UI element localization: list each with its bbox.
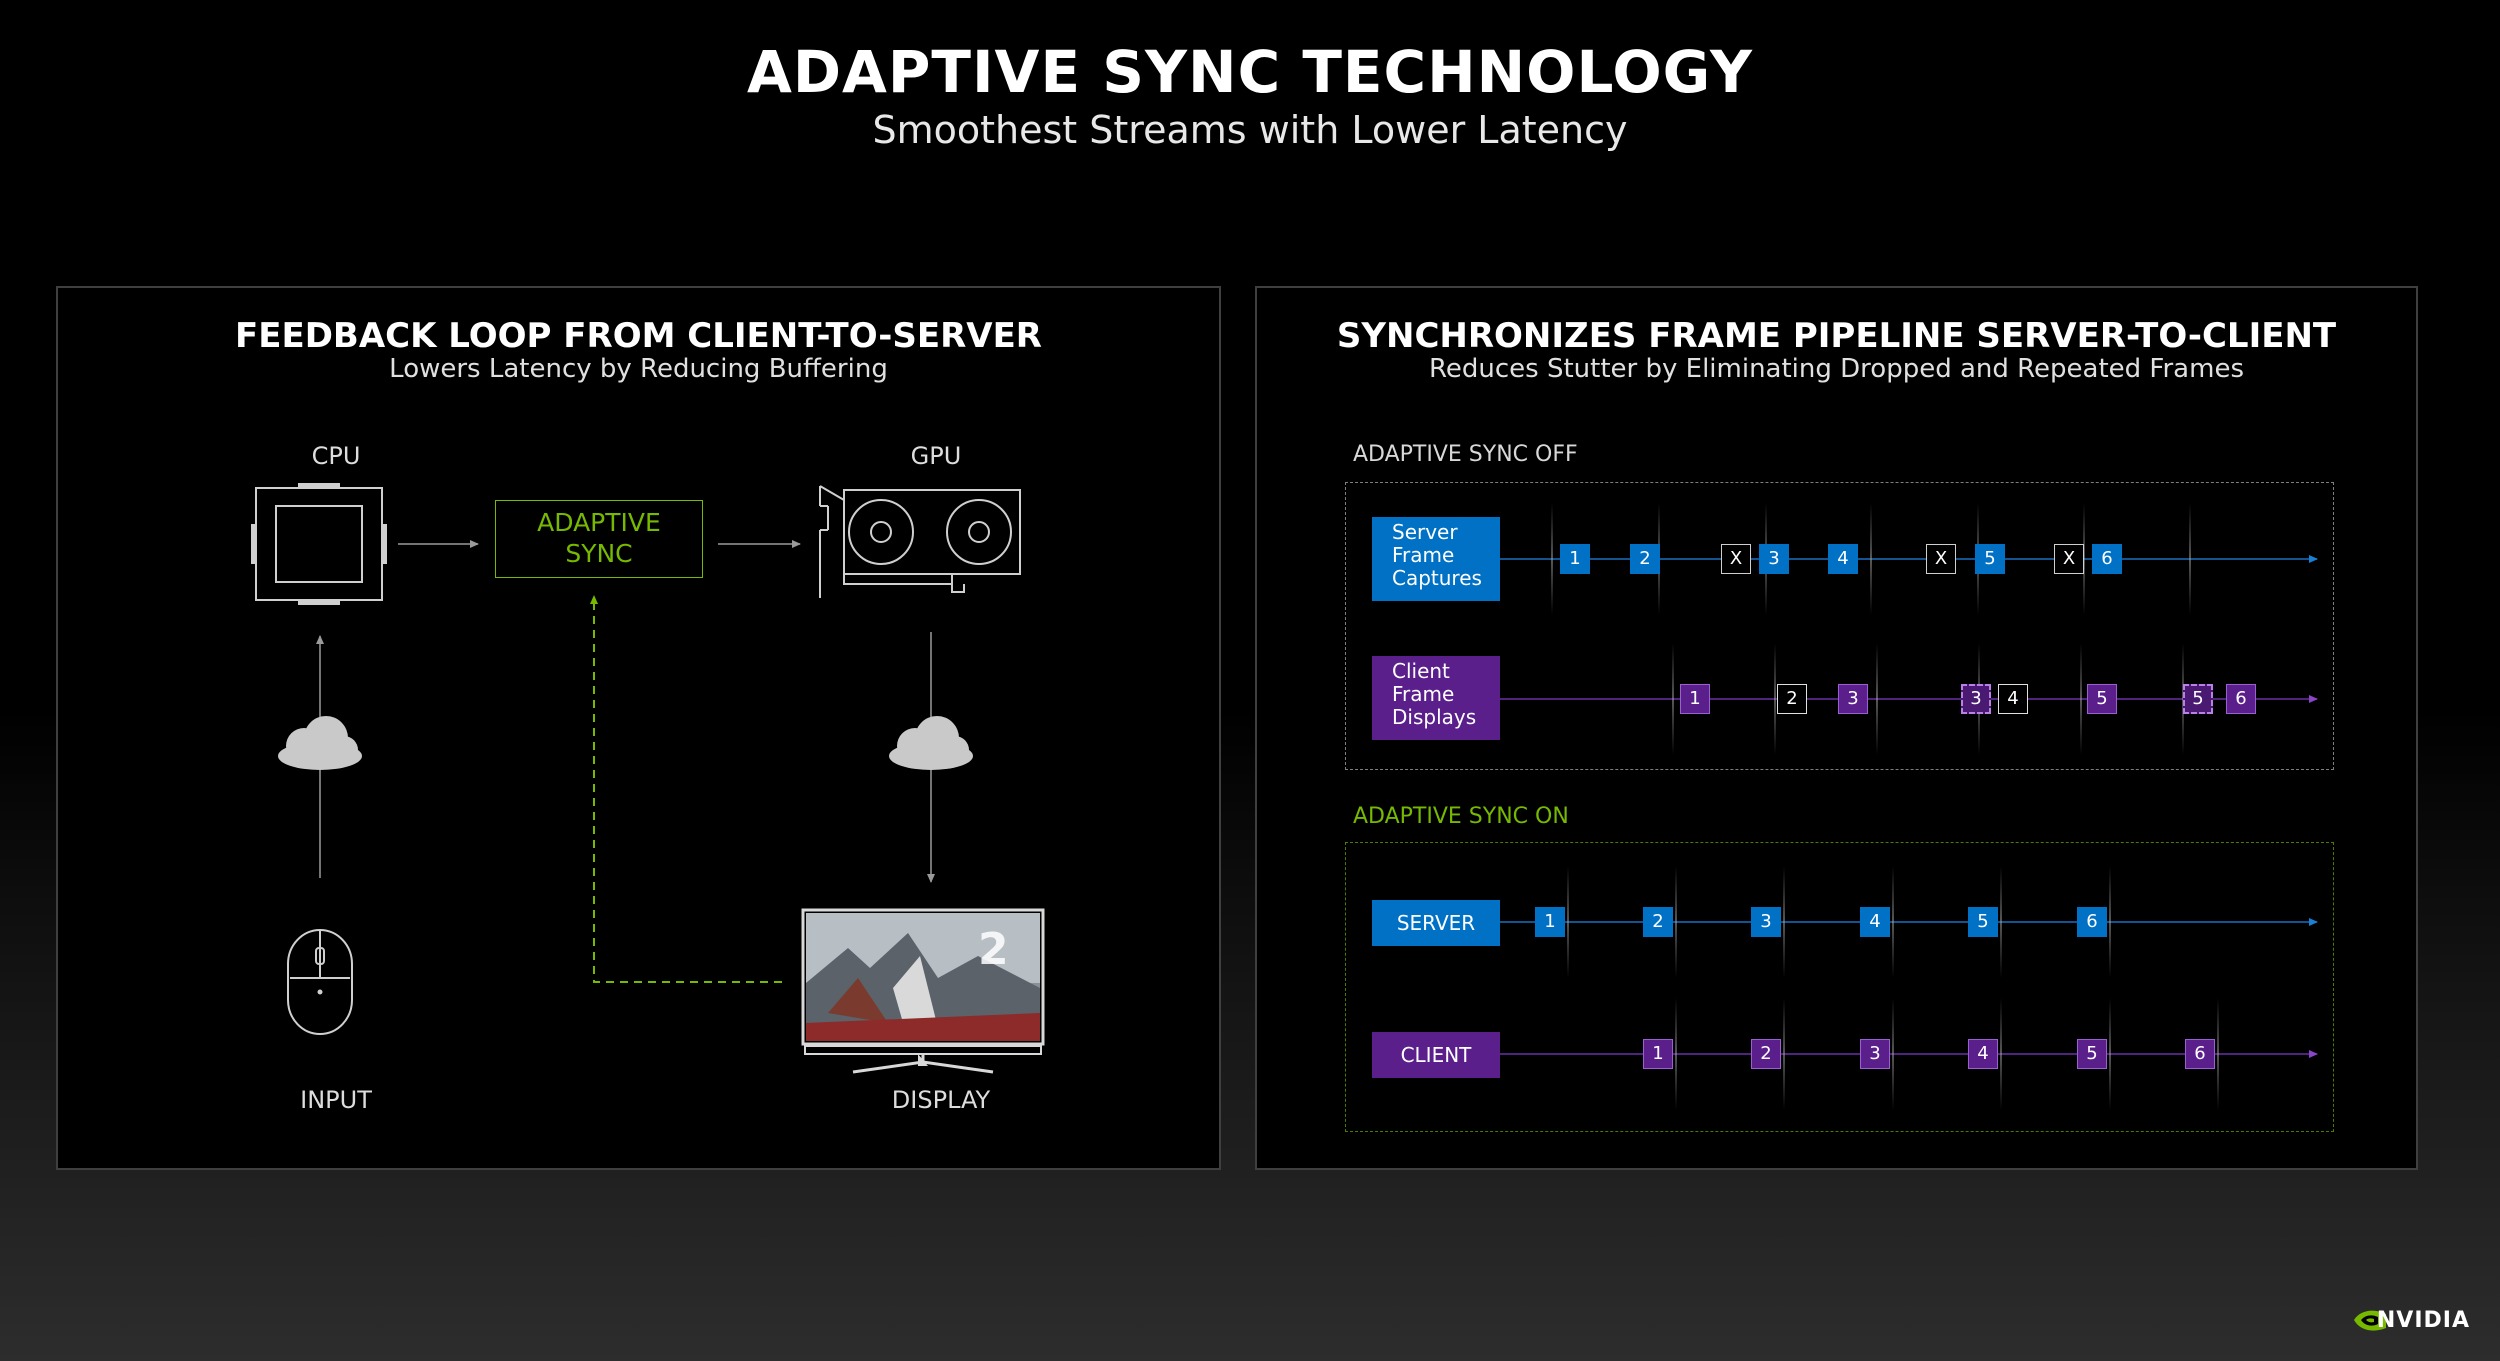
server-frame: 2 [1630, 544, 1660, 574]
mouse-icon [287, 929, 353, 1035]
repeated-frame: 5 [2183, 684, 2213, 714]
server-frame: 2 [1643, 907, 1673, 937]
tick-mark [1675, 866, 1677, 978]
server-label-line-3: Captures [1392, 566, 1482, 590]
server-frame: 3 [1759, 544, 1789, 574]
client-label-line-1: Client [1392, 659, 1450, 683]
adaptive-sync-off-label: ADAPTIVE SYNC OFF [1353, 442, 1578, 467]
client-frame: 5 [2087, 684, 2117, 714]
client-frame: 3 [1860, 1039, 1890, 1069]
tick-mark [1783, 998, 1785, 1110]
display-monitor-icon [801, 908, 1045, 1074]
client-label: CLIENT [1372, 1032, 1500, 1078]
client-frame: 6 [2185, 1039, 2215, 1069]
frame-pipeline-title: SYNCHRONIZES FRAME PIPELINE SERVER-TO-CL… [1336, 316, 2337, 356]
server-label: SERVER [1372, 900, 1500, 946]
adaptive-sync-line-2: SYNC [565, 539, 633, 568]
cloud-icon-left [278, 716, 362, 770]
server-frame: 4 [1828, 544, 1858, 574]
client-frame: 2 [1751, 1039, 1781, 1069]
tick-mark [1870, 503, 1872, 615]
tick-mark [1567, 866, 1569, 978]
tick-mark [2109, 998, 2111, 1110]
page-subtitle: Smoothest Streams with Lower Latency [872, 108, 1628, 152]
server-frame: 6 [2077, 907, 2107, 937]
client-frame: 4 [1998, 684, 2028, 714]
dropped-frame: X [2054, 544, 2084, 574]
server-frame: 5 [1975, 544, 2005, 574]
tick-mark [2189, 503, 2191, 615]
frame-pipeline-subtitle: Reduces Stutter by Eliminating Dropped a… [1429, 354, 2244, 384]
nvidia-wordmark: NVIDIA [2376, 1308, 2470, 1333]
cloud-icon-right [889, 716, 973, 770]
frame-pipeline-panel: SYNCHRONIZES FRAME PIPELINE SERVER-TO-CL… [1255, 286, 2418, 1170]
tick-mark [1892, 866, 1894, 978]
client-frame: 3 [1838, 684, 1868, 714]
server-frame: 3 [1751, 907, 1781, 937]
server-frame: 1 [1560, 544, 1590, 574]
tick-mark [1774, 643, 1776, 755]
server-label-line-2: Frame [1392, 543, 1455, 567]
gpu-label: GPU [910, 442, 962, 470]
tick-mark [2083, 503, 2085, 615]
cpu-chip-icon [251, 483, 387, 605]
tick-mark [1783, 866, 1785, 978]
client-frame-displays-label: Client Frame Displays [1372, 656, 1500, 740]
feedback-loop-subtitle: Lowers Latency by Reducing Buffering [389, 354, 888, 384]
feedback-loop-title: FEEDBACK LOOP FROM CLIENT-TO-SERVER [235, 316, 1042, 356]
nvidia-eye-logo-icon [2354, 1310, 2386, 1331]
server-frame: 1 [1535, 907, 1565, 937]
tick-mark [2000, 998, 2002, 1110]
repeated-frame: 3 [1961, 684, 1991, 714]
client-frame: 6 [2226, 684, 2256, 714]
cpu-label: CPU [311, 442, 361, 470]
client-frame: 1 [1643, 1039, 1673, 1069]
adaptive-sync-off-frame [1345, 482, 2334, 770]
tick-mark [2217, 998, 2219, 1110]
feedback-loop-panel: FEEDBACK LOOP FROM CLIENT-TO-SERVER Lowe… [56, 286, 1221, 1170]
client-frame: 1 [1680, 684, 1710, 714]
dropped-frame: X [1721, 544, 1751, 574]
tick-mark [2000, 866, 2002, 978]
gpu-card-icon [819, 485, 1021, 598]
display-screen-number: 2 [978, 924, 1009, 975]
tick-mark [1675, 998, 1677, 1110]
client-frame: 5 [2077, 1039, 2107, 1069]
server-frame: 4 [1860, 907, 1890, 937]
client-label-line-3: Displays [1392, 705, 1477, 729]
dropped-frame: X [1926, 544, 1956, 574]
tick-mark [2109, 866, 2111, 978]
server-frame-captures-label: Server Frame Captures [1372, 517, 1500, 601]
server-frame: 5 [1968, 907, 1998, 937]
page-title: ADAPTIVE SYNC TECHNOLOGY [746, 38, 1753, 106]
adaptive-sync-on-label: ADAPTIVE SYNC ON [1353, 804, 1569, 829]
client-frame: 4 [1968, 1039, 1998, 1069]
adaptive-sync-on-frame [1345, 842, 2334, 1132]
tick-mark [1551, 503, 1553, 615]
tick-mark [1892, 998, 1894, 1110]
server-label-line-1: Server [1392, 520, 1458, 544]
client-label-line-2: Frame [1392, 682, 1455, 706]
feedback-loop-diagram [251, 483, 1045, 1074]
tick-mark [2080, 643, 2082, 755]
adaptive-sync-box: ADAPTIVE SYNC [495, 500, 703, 578]
adaptive-sync-line-1: ADAPTIVE [537, 508, 661, 537]
client-frame: 2 [1777, 684, 1807, 714]
display-label: DISPLAY [891, 1086, 991, 1114]
tick-mark [1672, 643, 1674, 755]
tick-mark [1876, 643, 1878, 755]
server-frame: 6 [2092, 544, 2122, 574]
input-label: INPUT [300, 1086, 372, 1114]
